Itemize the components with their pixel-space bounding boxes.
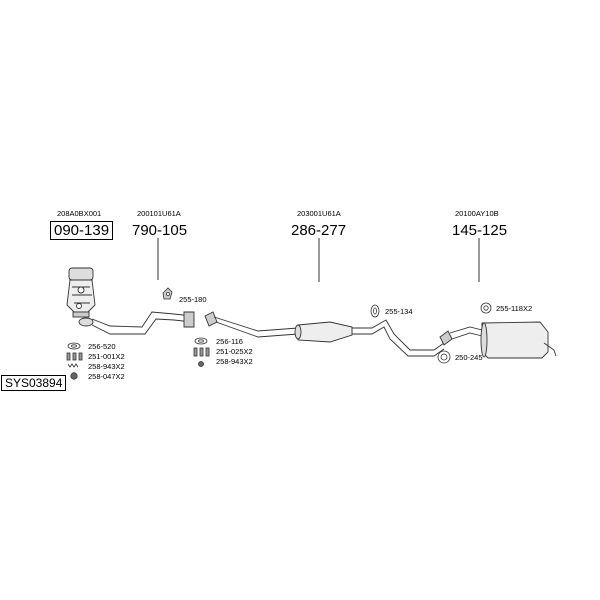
bolt-icon (193, 347, 210, 357)
hanger-ring-icon (370, 304, 380, 318)
oe-number: 20100AY10B (455, 209, 499, 218)
middle-pipe[interactable] (204, 311, 445, 357)
fitting-label[interactable]: 251-025X2 (216, 347, 253, 356)
rear-silencer[interactable] (439, 321, 557, 359)
catalytic-converter[interactable] (66, 267, 96, 318)
fitting-label[interactable]: 255-180 (179, 295, 207, 304)
oe-number: 203001U61A (297, 209, 341, 218)
gasket-icon (67, 342, 81, 350)
clamp-icon (437, 350, 451, 364)
part-number-link[interactable]: 790-105 (132, 222, 188, 239)
oe-number: 208A0BX001 (57, 209, 102, 218)
fitting-label[interactable]: 255-134 (385, 307, 413, 316)
fitting-label[interactable]: 256-116 (216, 337, 243, 346)
nut-icon (70, 372, 78, 380)
fitting-label[interactable]: 258-943X2 (216, 357, 253, 366)
front-pipe[interactable] (78, 311, 195, 335)
fitting-label[interactable]: 258-943X2 (88, 362, 125, 371)
hanger-icon (162, 287, 173, 300)
part-number-link[interactable]: 145-125 (452, 222, 508, 239)
hanger-ring-icon (480, 302, 492, 314)
oe-number: 200101U61A (137, 209, 181, 218)
part-number-link[interactable]: 286-277 (291, 222, 347, 239)
fitting-label[interactable]: 258-047X2 (88, 372, 125, 381)
fitting-label[interactable]: 255-118X2 (496, 304, 533, 313)
spring-icon (67, 363, 79, 368)
part-number-link[interactable]: 090-139 (50, 221, 114, 240)
bolt-icon (66, 352, 83, 361)
system-code: SYS03894 (1, 375, 67, 391)
fitting-label[interactable]: 251-001X2 (88, 352, 125, 361)
fitting-label[interactable]: 256-520 (88, 342, 116, 351)
fitting-label[interactable]: 250-245 (455, 353, 483, 362)
nut-icon (198, 361, 204, 367)
gasket-icon (194, 337, 208, 345)
